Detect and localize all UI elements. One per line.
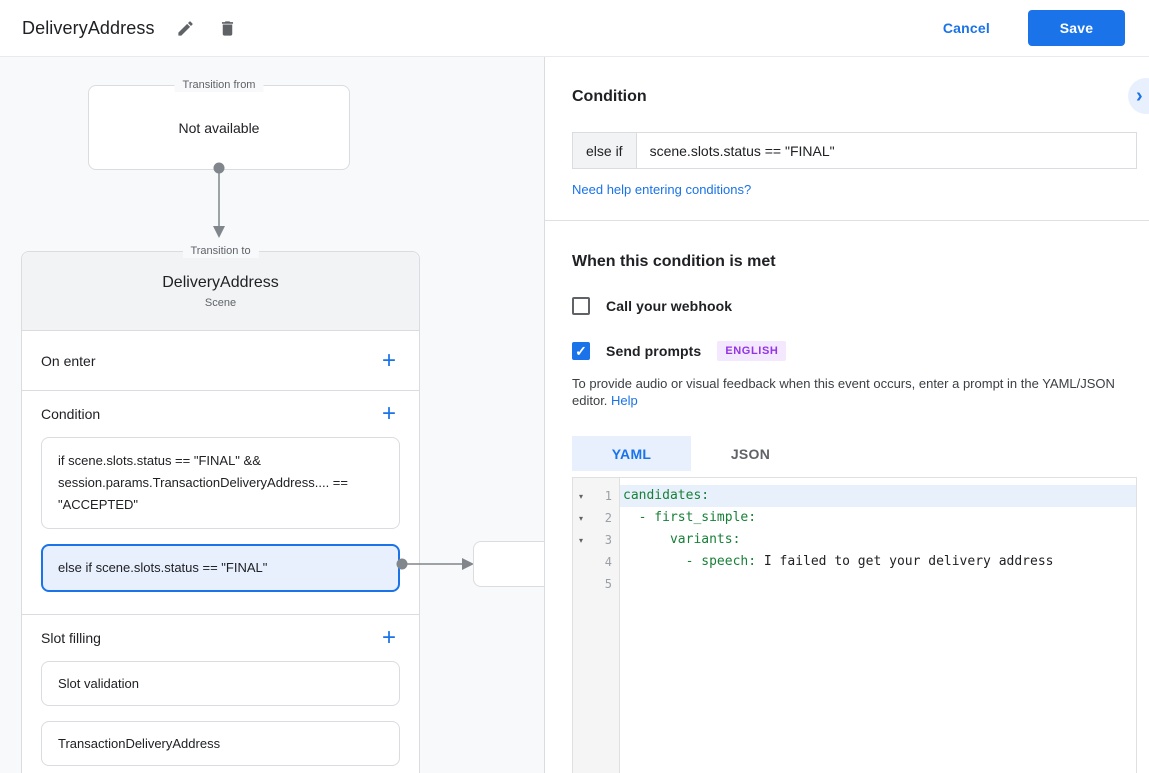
condition-help-link[interactable]: Need help entering conditions?: [572, 182, 752, 197]
editor-gutter: ▾ 1 ▾ 2 ▾ 3 4 5: [573, 478, 620, 773]
language-badge: ENGLISH: [717, 341, 787, 361]
condition-value-field[interactable]: scene.slots.status == "FINAL": [649, 142, 835, 159]
code-line: - first_simple:: [623, 510, 757, 525]
cancel-button[interactable]: Cancel: [942, 20, 990, 36]
code-line-active: candidates:: [620, 485, 1136, 507]
fold-arrow-icon[interactable]: ▾: [578, 535, 583, 545]
scene-type: Scene: [204, 296, 237, 309]
collapse-panel-button[interactable]: ›: [1128, 78, 1149, 114]
prompt-description: To provide audio or visual feedback when…: [572, 376, 1115, 408]
line-number: 4: [604, 555, 612, 569]
scene-node: Transition to DeliveryAddress Scene On e…: [21, 245, 420, 773]
line-number: 5: [604, 577, 612, 591]
editor-code-area[interactable]: candidates: - first_simple: variants: - …: [620, 478, 1136, 773]
transition-from-label: Transition from: [174, 79, 264, 92]
slot-filling-section-title: Slot filling: [41, 630, 101, 646]
code-line: variants:: [623, 532, 741, 547]
transition-arrow-down: [213, 162, 225, 238]
add-condition-button[interactable]: +: [378, 402, 400, 426]
send-prompts-label: Send prompts: [606, 343, 702, 359]
transition-from-node: Transition from Not available: [88, 79, 350, 170]
save-button[interactable]: Save: [1028, 10, 1125, 46]
tab-yaml[interactable]: YAML: [572, 436, 691, 471]
webhook-option-row: Call your webhook: [572, 297, 1137, 315]
condition-section-title: Condition: [41, 406, 101, 422]
condition-item-selected[interactable]: else if scene.slots.status == "FINAL": [41, 544, 400, 592]
when-met-title: When this condition is met: [572, 253, 776, 270]
slot-filling-section: Slot filling + Slot validation Transacti…: [22, 615, 419, 773]
slot-item[interactable]: Slot validation: [41, 661, 400, 706]
line-number: 1: [604, 489, 612, 503]
editor-tabs: YAML JSON: [572, 436, 1137, 471]
transition-target-node[interactable]: [473, 541, 544, 587]
edit-icon[interactable]: [175, 17, 197, 39]
scene-node-header[interactable]: DeliveryAddress Scene: [22, 252, 419, 331]
condition-section: Condition + if scene.slots.status == "FI…: [22, 391, 419, 615]
delete-icon[interactable]: [217, 17, 239, 39]
slot-item[interactable]: TransactionDeliveryAddress: [41, 721, 400, 766]
code-line: - speech: I failed to get your delivery …: [623, 554, 1054, 569]
condition-item[interactable]: if scene.slots.status == "FINAL" && sess…: [41, 437, 400, 529]
scene-name: DeliveryAddress: [162, 273, 279, 291]
add-on-enter-button[interactable]: +: [378, 348, 400, 372]
code-line: [620, 573, 1136, 595]
send-prompts-option-row: ✓ Send prompts ENGLISH: [572, 341, 1137, 361]
tab-json[interactable]: JSON: [730, 445, 771, 462]
fold-arrow-icon[interactable]: ▾: [578, 491, 583, 501]
panel-title: Condition: [572, 88, 647, 105]
line-number: 3: [604, 533, 612, 547]
condition-edit-panel: › Condition else if scene.slots.status =…: [545, 57, 1149, 773]
transition-from-content: Not available: [178, 119, 260, 136]
send-prompts-checkbox[interactable]: ✓: [572, 342, 590, 360]
transition-to-label: Transition to: [182, 245, 259, 258]
webhook-checkbox[interactable]: [572, 297, 590, 315]
top-bar: DeliveryAddress Cancel Save: [0, 0, 1149, 57]
check-icon: ✓: [575, 342, 587, 359]
condition-prefix: else if: [573, 133, 637, 168]
scene-diagram-canvas: Transition from Not available Transition…: [0, 57, 545, 773]
add-slot-button[interactable]: +: [378, 626, 400, 650]
page-title: DeliveryAddress: [22, 17, 155, 38]
line-number: 2: [604, 511, 612, 525]
on-enter-title: On enter: [41, 352, 96, 369]
webhook-label: Call your webhook: [606, 298, 733, 314]
fold-arrow-icon[interactable]: ▾: [578, 513, 583, 523]
panel-divider: [545, 220, 1149, 221]
on-enter-row: On enter +: [22, 331, 419, 391]
chevron-right-icon: ›: [1136, 85, 1143, 107]
condition-transition-arrow: [396, 558, 474, 570]
condition-expression-input: else if scene.slots.status == "FINAL": [572, 132, 1137, 169]
help-link[interactable]: Help: [611, 393, 638, 408]
yaml-code-editor: ▾ 1 ▾ 2 ▾ 3 4 5 candidates: - first_simple:…: [572, 477, 1137, 773]
